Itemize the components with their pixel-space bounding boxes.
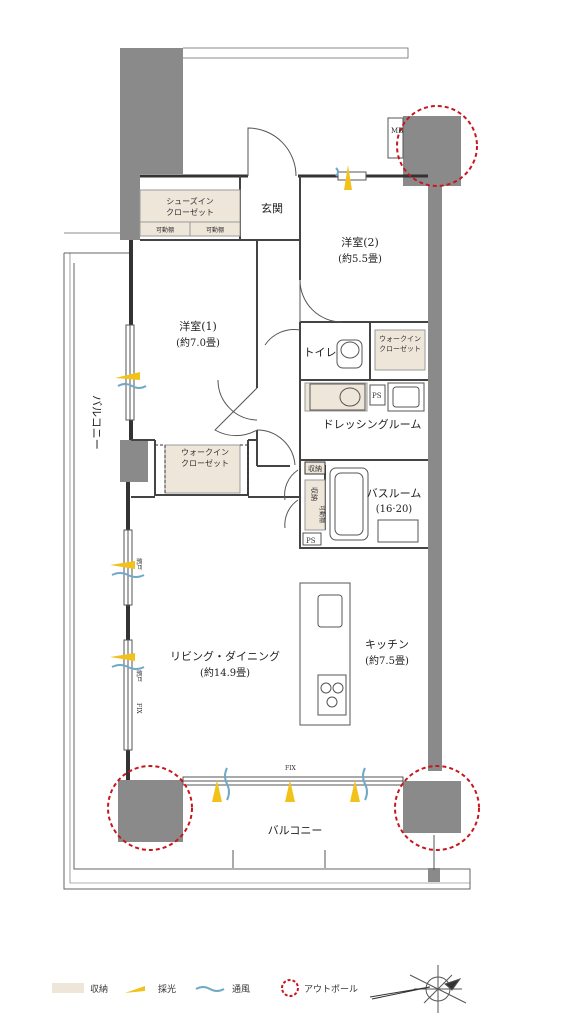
light-markers xyxy=(110,165,360,802)
label-bath-size: (16·20) xyxy=(376,504,413,515)
structural-walls xyxy=(118,48,461,882)
small-marks: MB PS PS FIX FIX 網戸 網戸 xyxy=(135,127,403,772)
label-balcony-bottom: バルコニー xyxy=(268,824,323,837)
label-balcony-left: バルコニー xyxy=(90,395,103,450)
legend-light-swatch xyxy=(125,986,145,993)
label-toilet: トイレ xyxy=(304,346,337,359)
compass-icon xyxy=(369,965,467,1013)
ventilation-markers xyxy=(111,167,368,801)
storage-outlines xyxy=(155,444,326,495)
fixtures xyxy=(299,117,425,726)
label-dressing: ドレッシングルーム xyxy=(323,417,422,431)
storage-labels: シューズイン クローゼット 可動棚 可動棚 ウォークイン クローゼット ウォーク… xyxy=(156,196,421,523)
label-western1-size: (約7.0畳) xyxy=(176,336,220,349)
legend-ventilation-label: 通風 xyxy=(232,984,250,995)
label-wic1-1: ウォークイン xyxy=(181,448,229,457)
balcony-railings xyxy=(63,47,471,890)
legend-ventilation-swatch xyxy=(195,986,225,992)
label-wic2-2: クローゼット xyxy=(379,344,421,353)
label-window-side1: 網戸 xyxy=(135,558,143,570)
label-fix-side: FIX xyxy=(135,703,142,715)
legend-outpole-label: アウトポール xyxy=(304,984,358,995)
label-storage-small: 収納 xyxy=(308,464,322,473)
label-fix1: FIX xyxy=(285,765,297,772)
label-western2: 洋室(2) xyxy=(341,235,379,249)
legend-outpole-swatch xyxy=(281,979,299,997)
left-windows xyxy=(123,324,135,751)
label-ps2: PS xyxy=(306,537,316,545)
label-wic2-1: ウォークイン xyxy=(379,335,421,343)
label-bath: バスルーム xyxy=(367,487,422,500)
room-labels: 洋室(2) (約5.5畳) 洋室(1) (約7.0畳) 玄関 トイレ ドレッシン… xyxy=(90,201,421,837)
label-movable-shelf-b: 可動棚 xyxy=(206,226,224,234)
label-kitchen-size: (約7.5畳) xyxy=(365,654,409,667)
label-movable-shelf-c: 可動棚 xyxy=(318,505,326,523)
label-western2-size: (約5.5畳) xyxy=(338,252,382,265)
label-shoe-closet-1: シューズイン xyxy=(166,196,214,206)
label-window-side2: 網戸 xyxy=(135,670,143,682)
label-shoe-closet-2: クローゼット xyxy=(166,207,214,217)
bottom-windows xyxy=(182,776,404,786)
label-kitchen: キッチン xyxy=(365,638,409,651)
label-mb: MB xyxy=(391,127,403,135)
legend-light-label: 採光 xyxy=(158,983,176,995)
label-living-size: (約14.9畳) xyxy=(200,666,250,679)
storage-areas xyxy=(139,189,426,531)
label-wic1-2: クローゼット xyxy=(181,458,229,468)
label-storage-tall: 収納 xyxy=(310,487,319,501)
label-ps1: PS xyxy=(372,392,382,400)
legend-storage-swatch xyxy=(52,983,84,993)
legend: 収納 採光 通風 アウトポール xyxy=(52,979,358,997)
label-living: リビング・ダイニング xyxy=(170,649,280,663)
label-entrance: 玄関 xyxy=(261,201,283,215)
label-movable-shelf-a: 可動棚 xyxy=(156,226,174,234)
top-window xyxy=(337,171,367,181)
outpole-circles xyxy=(107,105,480,851)
doors xyxy=(214,127,343,529)
label-western1: 洋室(1) xyxy=(179,319,217,333)
legend-storage-label: 収納 xyxy=(90,983,108,995)
bottom-dim-lines xyxy=(232,835,435,870)
